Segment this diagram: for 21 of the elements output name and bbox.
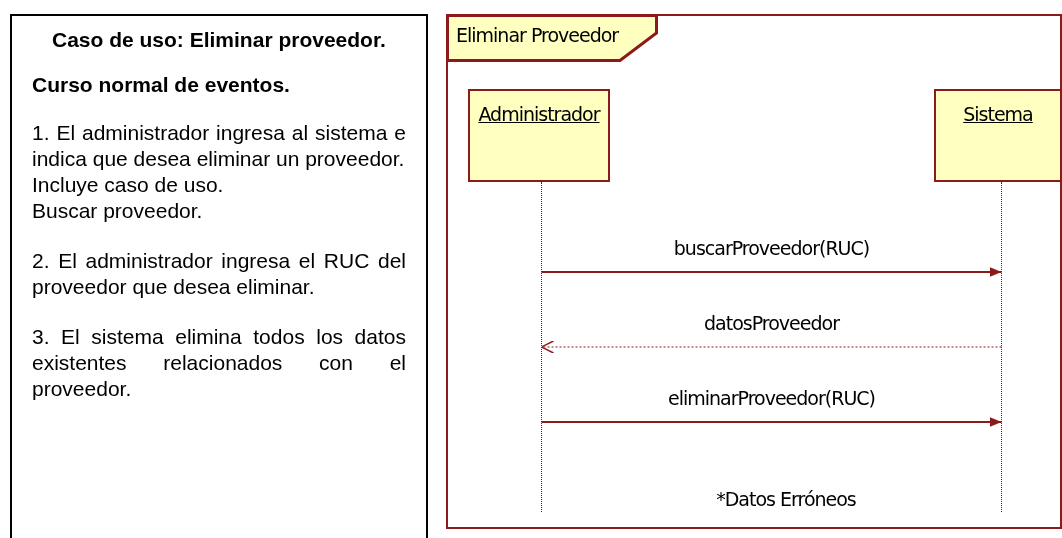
lifeline xyxy=(1001,182,1002,512)
heading: Caso de uso: Eliminar proveedor. xyxy=(51,28,387,52)
lifeline xyxy=(541,182,542,512)
guard-note: *Datos Erróneos xyxy=(714,489,858,509)
return-message-arrow xyxy=(540,340,1003,354)
lifeline-head-box xyxy=(934,89,1062,182)
message-label: datosProveedor xyxy=(702,313,841,333)
message-arrow xyxy=(540,417,1003,427)
step-text: 2. El administrador ingresa el RUC del proveedor que desea eliminar. xyxy=(31,248,407,300)
heading: Curso normal de eventos. xyxy=(31,72,291,98)
lifeline-head-box xyxy=(468,89,610,182)
lifeline-name: Administrador xyxy=(478,103,600,125)
step-text: Incluye caso de uso. xyxy=(31,172,225,198)
step-text: 3. El sistema elimina todos los datos existentes relacionados con el proveedor. xyxy=(31,324,407,402)
message-arrow xyxy=(540,267,1003,277)
step-text: Buscar proveedor. xyxy=(31,198,204,224)
text-box xyxy=(10,14,428,538)
lifeline-name: Sistema xyxy=(963,103,1033,125)
message-label: eliminarProveedor(RUC) xyxy=(666,388,877,408)
step-text: 1. El administrador ingresa al sistema e indica que desea eliminar un proveedor. xyxy=(31,120,407,172)
frame-title: Eliminar Proveedor xyxy=(456,24,619,46)
